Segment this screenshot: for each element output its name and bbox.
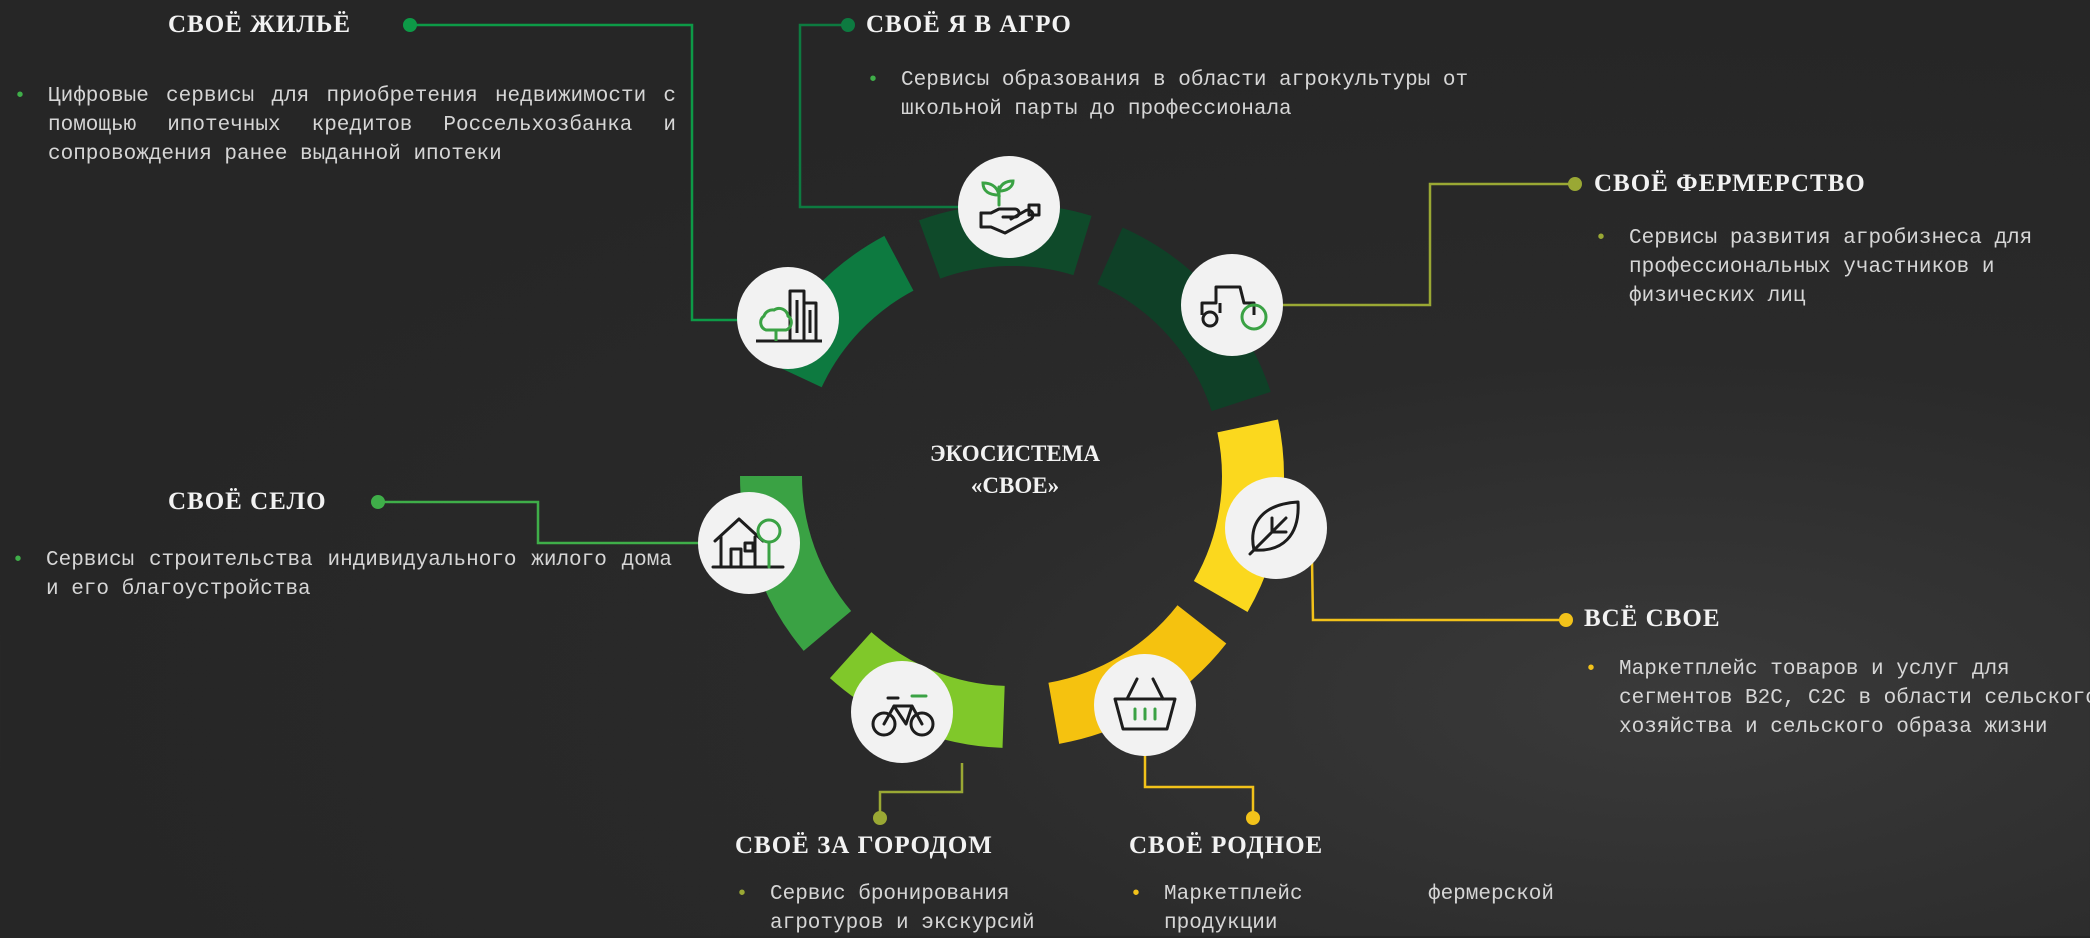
section-desc-selo: Сервисы строительства индивидуального жи… [12,546,672,604]
tractor-wheel-icon [1240,303,1268,331]
icon-fermerstvo [1181,254,1283,356]
icon-agro [958,156,1060,258]
section-desc-zhilie: Цифровые сервисы для приобретения недвиж… [14,82,676,169]
center-label-line1: ЭКОСИСТЕМА [930,441,1100,466]
icon-rodnoe [1094,654,1196,756]
section-title-selo: СВОЁ СЕЛО [168,488,327,515]
basket-icon [1113,677,1177,731]
section-desc-rodnoe: Маркетплейс фермерской продукции [1130,880,1554,938]
connector-dot-fermerstvo [1568,177,1582,191]
icon-selo [698,492,800,594]
basket-items-icon [1133,707,1157,721]
leaf-icon [1248,500,1300,556]
bicycle-icon [871,696,935,737]
connector-dot-vse-svoe [1559,613,1573,627]
connector-selo [378,500,700,545]
connector-za-gorodom [878,763,964,818]
section-title-fermerstvo: СВОЁ ФЕРМЕРСТВО [1594,170,1866,197]
tree-icon [759,306,793,341]
icon-zhilie [737,267,839,369]
connector-fermerstvo [1275,182,1575,307]
icon-za-gorodom [851,661,953,763]
sprout-icon [981,179,1015,207]
center-label-line2: «СВОЕ» [970,473,1060,498]
tractor-icon [1200,285,1256,328]
icon-vse-svoe [1225,477,1327,579]
section-title-agro: СВОЁ Я В АГРО [866,11,1072,38]
section-title-vse-svoe: ВСЁ СВОЕ [1584,605,1721,632]
connector-dot-za-gorodom [873,811,887,825]
section-desc-vse-svoe: Маркетплейс товаров и услуг для сегменто… [1585,655,2090,742]
connector-dot-rodnoe [1246,811,1260,825]
ecosystem-center-label: ЭКОСИСТЕМА «СВОЕ» [890,438,1140,502]
connector-dot-zhilie [403,18,417,32]
connector-rodnoe [1143,750,1255,818]
connector-vse-svoe [1310,559,1566,622]
house-icon [711,517,785,569]
section-title-rodnoe: СВОЁ РОДНОЕ [1129,832,1324,859]
section-title-zhilie: СВОЁ ЖИЛЬЁ [168,11,352,38]
connector-lines [371,18,1582,825]
connector-dot-selo [371,495,385,509]
section-desc-agro: Сервисы образования в области агрокульту… [867,66,1581,124]
tree-icon [756,518,782,569]
section-title-za-gorodom: СВОЁ ЗА ГОРОДОМ [735,832,993,859]
connector-agro [798,23,962,209]
section-desc-za-gorodom: Сервис бронирования агротуров и экскурси… [736,880,1110,938]
hand-sprout-icon [979,203,1041,235]
connector-zhilie [410,23,738,322]
section-desc-fermerstvo: Сервисы развития агробизнеса для професс… [1595,224,2090,311]
connector-dot-agro [841,18,855,32]
